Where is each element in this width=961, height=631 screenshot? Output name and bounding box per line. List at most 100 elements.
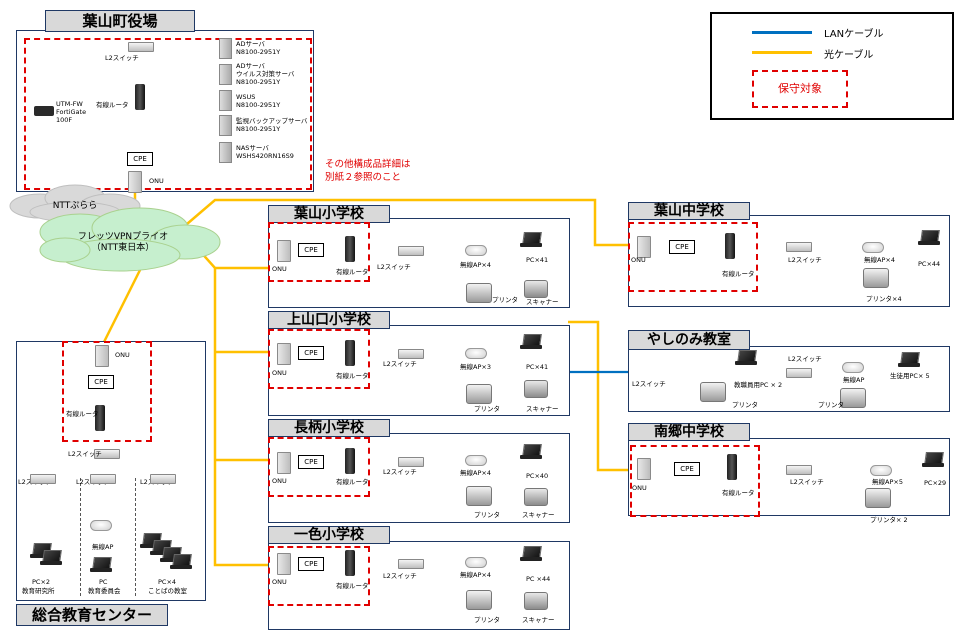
l2-label: L2スイッチ: [383, 572, 417, 580]
school-title-nagae-es: 長柄小学校: [268, 419, 390, 437]
printer-label: プリンタ× 2: [870, 516, 908, 524]
school-title-isshiki-es: 一色小学校: [268, 526, 390, 544]
server-icon: [219, 90, 232, 111]
ap-label: 無線AP×3: [460, 363, 491, 371]
center-router-label: 有線ルータ: [66, 410, 99, 418]
router-icon: [727, 454, 737, 480]
townhall-onu-label: ONU: [149, 177, 164, 185]
onu-icon: [637, 236, 651, 258]
townhall-title: 葉山町役場: [45, 10, 195, 32]
legend-lan-label: LANケーブル: [824, 29, 884, 40]
printer-icon: [466, 384, 492, 404]
pc-label: PC×44: [918, 260, 941, 268]
scanner-icon: [524, 592, 548, 610]
l2-label: L2スイッチ: [383, 360, 417, 368]
center-group2-pc-label: PC: [99, 578, 108, 586]
router-label: 有線ルータ: [336, 478, 369, 486]
ap-label: 無線AP×4: [460, 261, 491, 269]
ap-label: 無線AP: [843, 376, 865, 384]
onu-icon: [637, 458, 651, 480]
router-icon: [135, 84, 145, 110]
divider: [80, 478, 81, 596]
router-label: 有線ルータ: [722, 489, 755, 497]
cloud-vpn-label: フレッツVPNプライオ （NTT東日本）: [77, 232, 169, 253]
wireless-ap-icon: [870, 465, 892, 476]
pc-icon: [735, 350, 757, 366]
maintenance-area-hayama-jhs: [628, 222, 758, 292]
center-group1-place-label: 教育研究所: [22, 587, 55, 595]
optical-hayama-es: [189, 239, 268, 270]
legend-optical-label: 光ケーブル: [824, 50, 874, 61]
optical-nango: [568, 320, 630, 472]
server-icon: [219, 38, 232, 59]
maintenance-area-townhall: [24, 38, 312, 190]
onu-label: ONU: [272, 369, 287, 377]
pc-label: PC×40: [526, 472, 549, 480]
onu-icon: [277, 452, 291, 474]
onu-icon: [277, 343, 291, 365]
legend: LANケーブル 光ケーブル 保守対象: [710, 12, 954, 120]
maintenance-area-nagae-es: [268, 437, 370, 497]
maintenance-area-kamiyamaguchi-es: [268, 329, 370, 389]
maintenance-area-nango-jhs: [630, 445, 760, 517]
switch-icon: [90, 474, 116, 484]
scanner-icon: [524, 488, 548, 506]
onu-label: ONU: [632, 484, 647, 492]
title-yashinomi: やしのみ教室: [628, 330, 750, 350]
cpe-box: CPE: [298, 557, 324, 571]
box-yashinomi: [628, 346, 950, 412]
onu-label: ONU: [272, 578, 287, 586]
townhall-l2-label: L2スイッチ: [105, 54, 139, 62]
switch-icon: [30, 474, 56, 484]
teacher-pc-label: 教職員用PC × 2: [734, 381, 783, 389]
pc-icon: [918, 230, 940, 246]
onu-icon: [95, 345, 109, 367]
switch-icon: [150, 474, 176, 484]
router-label: 有線ルータ: [336, 372, 369, 380]
cpe-box: CPE: [298, 346, 324, 360]
printer-icon: [466, 590, 492, 610]
router-icon: [345, 236, 355, 262]
cpe-box: CPE: [669, 240, 695, 254]
onu-icon: [277, 240, 291, 262]
scanner-icon: [524, 380, 548, 398]
printer-label: プリンタ: [474, 405, 500, 413]
printer-icon: [840, 388, 866, 408]
pc-label: PC ×44: [526, 575, 551, 583]
wireless-ap-icon: [465, 557, 487, 568]
cpe-box: CPE: [674, 462, 700, 476]
pc-icon: [922, 452, 944, 468]
printer-label: プリンタ: [732, 401, 758, 409]
pc-label: PC×29: [924, 479, 947, 487]
school-title-hayama-es: 葉山小学校: [268, 205, 390, 223]
scanner-icon: [524, 280, 548, 298]
l2-label: L2スイッチ: [632, 380, 666, 388]
printer-label: プリンタ: [818, 401, 844, 409]
pc-label: PC×41: [526, 363, 549, 371]
cpe-box: CPE: [298, 243, 324, 257]
onu-icon: [277, 553, 291, 575]
center-title: 総合教育センター: [16, 604, 168, 626]
townhall-cpe: CPE: [127, 152, 153, 166]
pc-icon: [520, 444, 542, 460]
l2-label: L2スイッチ: [788, 355, 822, 363]
server-label-2: ADサーバ ウイルス対策サーバ N8100-2951Y: [236, 62, 295, 86]
school-title-nango-jhs: 南郷中学校: [628, 423, 750, 441]
optical-center: [98, 269, 142, 351]
center-cpe: CPE: [88, 375, 114, 389]
ap-label: 無線AP×5: [872, 478, 903, 486]
optical-hayama-jhs: [179, 198, 630, 247]
server-label-5: NASサーバ WSHS420RN16S9: [236, 144, 294, 160]
switch-icon: [786, 465, 812, 475]
townhall-router-label: 有線ルータ: [96, 101, 129, 109]
wireless-ap-icon: [842, 362, 864, 373]
center-onu-label: ONU: [115, 351, 130, 359]
switch-icon: [398, 559, 424, 569]
printer-label: プリンタ: [474, 511, 500, 519]
l2-label: L2スイッチ: [383, 468, 417, 476]
wireless-ap-icon: [465, 455, 487, 466]
onu-label: ONU: [272, 265, 287, 273]
cloud-ntt-label: NTTぷらら: [52, 201, 98, 211]
server-icon: [219, 115, 232, 136]
